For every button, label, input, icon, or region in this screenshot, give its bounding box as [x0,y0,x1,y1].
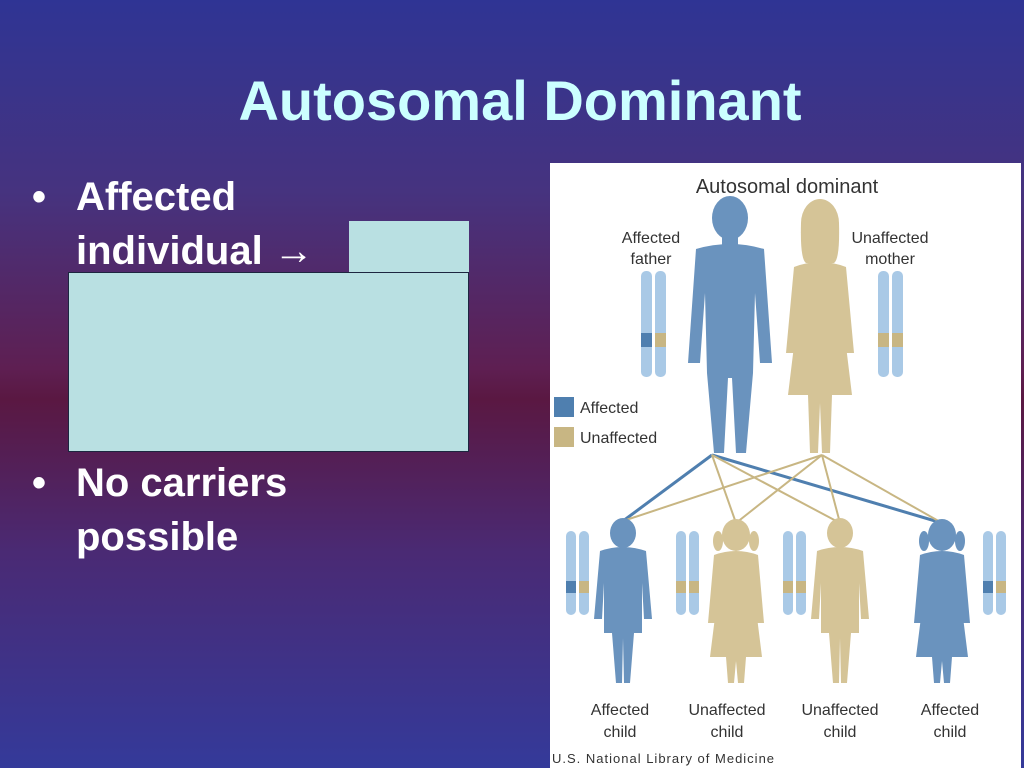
legend: Affected Unaffected [554,397,657,447]
legend-swatch-unaffected [554,427,574,447]
legend-label-affected: Affected [580,400,638,417]
child-4-affected-girl [914,519,970,683]
affected-father-figure [688,196,772,453]
mother-label-line1: Unaffected [851,230,928,247]
child-3-unaffected-boy [811,518,869,683]
bullet-affected-individual: • Affected individual → [32,170,362,278]
bullet-no-carriers: • No carriers possible [32,456,362,564]
child-3-label-line1: Unaffected [801,702,878,719]
child-3-chromosomes [783,531,806,615]
child-2-label-line1: Unaffected [688,702,765,719]
child-1-chromosomes [566,531,589,615]
bullet-marker: • [32,175,47,219]
child-4-label-line1: Affected [921,702,979,719]
child-1-affected-boy [594,518,652,683]
child-3-label-line2: child [824,724,857,741]
inheritance-lines [622,453,943,525]
child-1-label-line2: child [604,724,637,741]
inheritance-diagram-svg: Autosomal dominant Affected father Unaff… [552,176,1006,766]
unaffected-mother-figure [786,199,854,453]
father-label-line2: father [631,251,673,268]
child-2-label-line2: child [711,724,744,741]
father-label-line1: Affected [622,230,680,247]
legend-swatch-affected [554,397,574,417]
slide-title: Autosomal Dominant [238,69,802,132]
bullet-text-line2: possible [76,515,239,559]
mother-label-line2: mother [865,251,915,268]
mother-chromosome-pair [878,271,903,377]
father-chromosome-pair [641,271,666,377]
answer-cover-box[interactable] [68,272,469,452]
answer-cover-box-top[interactable] [349,221,469,277]
legend-label-unaffected: Unaffected [580,430,657,447]
bullet-text-line1: No carriers [76,461,288,505]
inheritance-diagram: Autosomal dominant Affected father Unaff… [550,163,1021,768]
bullet-text-line2: individual → [76,229,314,273]
child-2-unaffected-girl [708,519,764,683]
figure-credit: U.S. National Library of Medicine [552,751,775,766]
bullet-marker: • [32,461,47,505]
figure-title: Autosomal dominant [696,176,879,198]
child-2-chromosomes [676,531,699,615]
child-1-label-line1: Affected [591,702,649,719]
child-4-label-line2: child [934,724,967,741]
bullet-text-line1: Affected [76,175,237,219]
child-4-chromosomes [983,531,1006,615]
